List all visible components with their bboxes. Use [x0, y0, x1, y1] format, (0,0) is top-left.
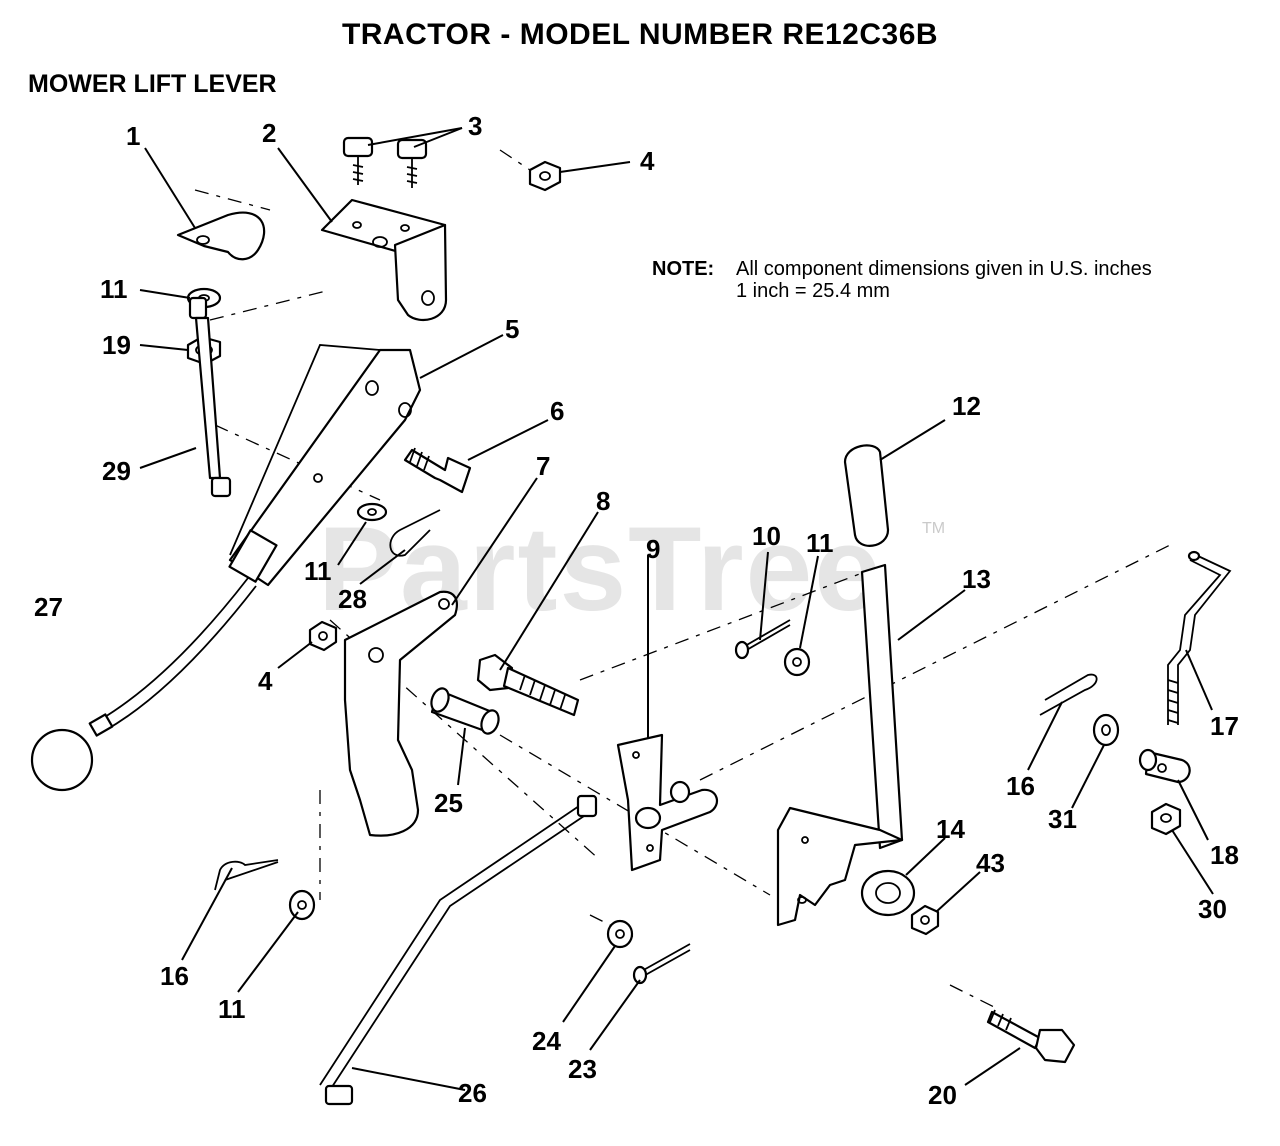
callout-2: 2	[262, 118, 276, 148]
note-line-2: 1 inch = 25.4 mm	[736, 280, 890, 302]
callout-18: 18	[1210, 840, 1239, 870]
part-8-long-bolt	[476, 653, 580, 717]
part-24-washer	[606, 919, 634, 949]
part-13-lift-lever	[776, 563, 904, 927]
part-6-bolt	[403, 447, 472, 494]
callout-7: 7	[536, 451, 550, 481]
callout-4: 4	[640, 146, 655, 176]
callout-28: 28	[338, 584, 367, 614]
callout-14: 14	[936, 814, 965, 844]
part-29-link	[188, 296, 232, 498]
part-11-washer-lower	[288, 889, 316, 921]
callout-27: 27	[34, 592, 63, 622]
part-2-bracket	[320, 198, 448, 322]
part-4-nut-middle	[308, 620, 338, 652]
part-14-bushing	[860, 869, 916, 917]
callout-3: 3	[468, 111, 482, 141]
part-12-handle-grip	[843, 444, 890, 547]
callout-19: 19	[102, 330, 131, 360]
callout-26: 26	[458, 1078, 487, 1108]
part-27-knob	[30, 728, 94, 792]
callout-6: 6	[550, 396, 564, 426]
part-4-nut-top	[528, 160, 562, 192]
callout-20: 20	[928, 1080, 957, 1110]
part-26-connecting-rod	[319, 794, 598, 1106]
part-28-hairpin-clip	[389, 509, 441, 557]
note-label: NOTE:	[652, 258, 715, 280]
part-11-washer-right	[783, 647, 811, 677]
callout-5: 5	[505, 314, 519, 344]
callout-16b: 16	[160, 961, 189, 991]
callout-30: 30	[1198, 894, 1227, 924]
callout-12: 12	[952, 391, 981, 421]
part-10-cotter-pin	[734, 619, 791, 660]
callout-17: 17	[1210, 711, 1239, 741]
callout-10: 10	[752, 521, 781, 551]
part-25-spacer-tube	[430, 687, 500, 735]
callout-16: 16	[1006, 771, 1035, 801]
page-title: TRACTOR - MODEL NUMBER RE12C36B	[341, 18, 939, 51]
part-43-nut	[910, 904, 940, 936]
callout-8: 8	[596, 486, 610, 516]
part-1-clip	[176, 211, 266, 261]
callout-1: 1	[126, 121, 140, 151]
part-17-rod	[1167, 550, 1232, 725]
callout-4b: 4	[258, 666, 273, 696]
callout-11c: 11	[304, 556, 332, 586]
part-30-nut	[1150, 802, 1182, 836]
leader-lines	[139, 127, 1214, 1091]
part-3-bolts	[342, 136, 428, 188]
callout-9: 9	[646, 534, 660, 564]
part-11-washer-middle	[356, 502, 388, 522]
callout-29: 29	[102, 456, 131, 486]
part-31-washer	[1092, 713, 1120, 747]
callout-31: 31	[1048, 804, 1077, 834]
alignment-lines	[194, 149, 1171, 1011]
part-5-lever-arm	[88, 344, 422, 737]
callout-43: 43	[976, 848, 1005, 878]
section-title: MOWER LIFT LEVER	[28, 70, 277, 98]
part-18-swivel	[1138, 748, 1191, 784]
trademark: TM	[922, 520, 946, 537]
callout-11b: 11	[806, 528, 834, 558]
callout-13: 13	[962, 564, 991, 594]
note-line-1: All component dimensions given in U.S. i…	[736, 258, 1152, 280]
part-23-cotter-pin	[632, 943, 691, 985]
callout-11d: 11	[218, 994, 246, 1024]
callout-11: 11	[100, 274, 128, 304]
callout-25: 25	[434, 788, 463, 818]
callouts: 1 2 3 4 11 19 5 6 29 7 8 9 10 11 12 13 1…	[34, 111, 1239, 1110]
note: NOTE: All component dimensions given in U…	[652, 258, 1152, 302]
part-20-bolt	[986, 1009, 1076, 1064]
part-16-hairpin-right	[1039, 673, 1098, 716]
part-9-plate	[616, 733, 719, 872]
callout-23: 23	[568, 1054, 597, 1084]
part-7-bracket-plate	[343, 590, 458, 837]
callout-24: 24	[532, 1026, 561, 1056]
part-16-hairpin-left	[214, 859, 279, 891]
